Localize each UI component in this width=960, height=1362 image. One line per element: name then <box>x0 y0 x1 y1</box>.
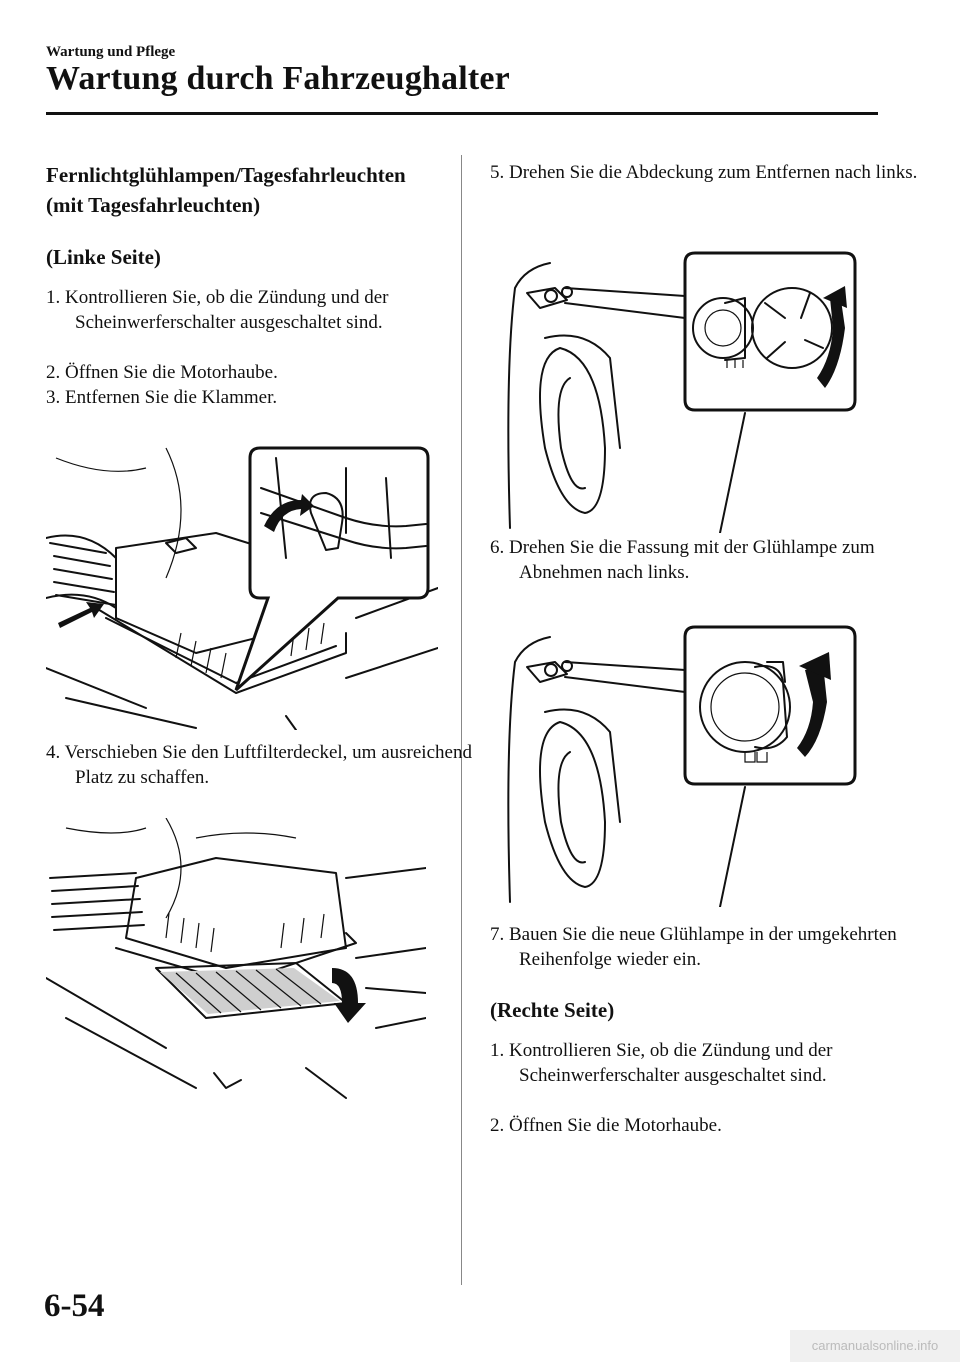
arrow-icon <box>58 602 104 628</box>
page-title: Wartung durch Fahrzeughalter <box>46 60 510 97</box>
clip-removal-illustration <box>46 446 438 730</box>
section-heading: Fernlichtglühlampen/Tagesfahrleuchten (m… <box>46 163 406 217</box>
inset-frame <box>234 446 430 692</box>
up-arrow-icon <box>332 968 366 1023</box>
page-number: 6-54 <box>44 1288 105 1324</box>
socket-removal-illustration <box>507 625 857 907</box>
left-step-4: 4. Verschieben Sie den Luftfilterdeckel,… <box>46 742 472 788</box>
right-step-b1: 1. Kontrollieren Sie, ob die Zündung und… <box>490 1040 833 1086</box>
left-side-subheading: (Linke Seite) <box>46 245 161 269</box>
intake-hose <box>49 542 117 606</box>
left-step-2: 2. Öffnen Sie die Motorhaube. <box>46 362 278 383</box>
right-step-5: 5. Drehen Sie die Abdeckung zum Entferne… <box>490 162 918 183</box>
right-step-6: 6. Drehen Sie die Fassung mit der Glühla… <box>490 537 875 583</box>
column-divider <box>461 155 462 1285</box>
right-step-b2: 2. Öffnen Sie die Motorhaube. <box>490 1115 722 1136</box>
air-filter-cover-illustration <box>46 818 426 1099</box>
left-step-3: 3. Entfernen Sie die Klammer. <box>46 387 278 408</box>
right-step-7: 7. Bauen Sie die neue Glühlampe in der u… <box>490 924 897 970</box>
section-kicker: Wartung und Pflege <box>46 44 176 60</box>
title-rule <box>46 112 878 115</box>
cover-removal-illustration <box>507 251 857 533</box>
rotate-arrow-icon <box>264 494 314 532</box>
left-step-1: 1. Kontrollieren Sie, ob die Zündung und… <box>46 287 389 333</box>
rotate-arrow-icon <box>797 664 827 757</box>
intake-hose <box>49 872 145 931</box>
rotate-arrow-icon <box>817 293 845 388</box>
watermark: carmanualsonline.info <box>790 1330 960 1362</box>
inset-frame <box>683 251 857 412</box>
right-side-subheading: (Rechte Seite) <box>490 998 615 1022</box>
